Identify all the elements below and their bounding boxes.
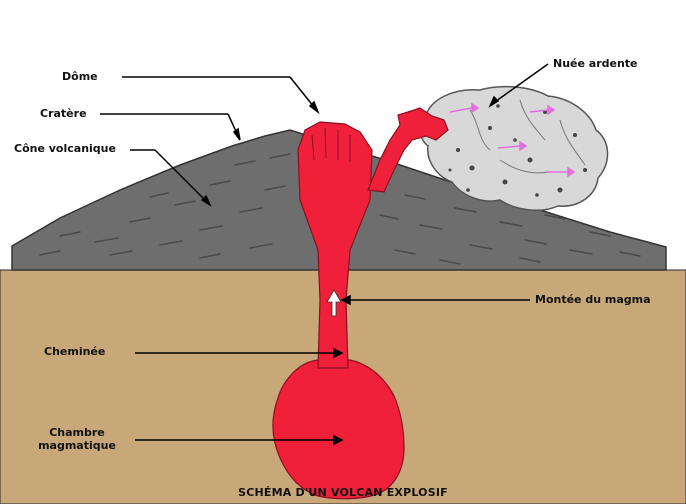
label-cratere: Cratère [40,107,87,120]
label-chambre-magmatique: Chambre magmatique [32,426,122,452]
label-nuee-ardente: Nuée ardente [553,57,638,70]
diagram-caption: SCHÉMA D'UN VOLCAN EXPLOSIF [0,486,686,499]
label-montee-du-magma: Montée du magma [535,293,651,306]
label-cheminee: Cheminée [44,345,105,358]
label-dome: Dôme [62,70,98,83]
chambre-magmatique-shape [273,360,404,499]
label-cone-volcanique: Cône volcanique [14,142,116,155]
